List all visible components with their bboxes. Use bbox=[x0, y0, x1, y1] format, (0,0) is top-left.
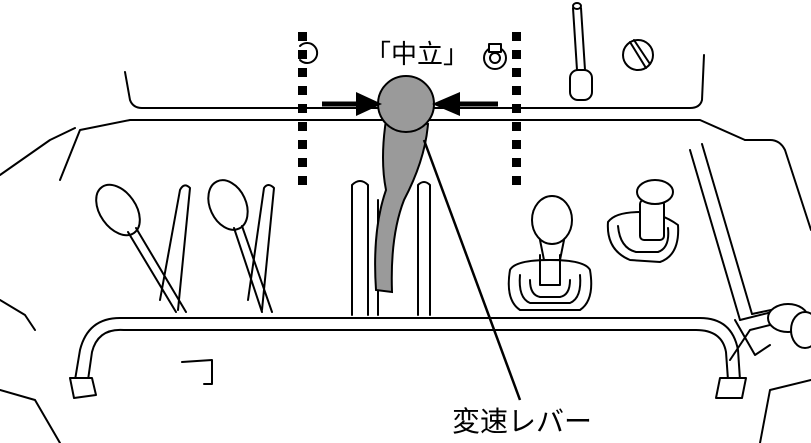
left-slot-2 bbox=[247, 184, 275, 311]
left-arrow-icon bbox=[322, 92, 382, 116]
right-key-switch bbox=[483, 43, 507, 70]
neutral-gate-left bbox=[298, 32, 307, 185]
left-lever-2 bbox=[207, 179, 273, 313]
shift-lever-label: 変速レバー bbox=[452, 405, 593, 438]
joystick-rear bbox=[606, 179, 680, 263]
leader-line bbox=[422, 139, 522, 401]
left-lever-1 bbox=[95, 183, 187, 313]
joystick-front bbox=[507, 195, 593, 311]
shift-lever bbox=[374, 75, 435, 294]
neutral-gate-right bbox=[512, 32, 521, 185]
neutral-label: 「中立」 bbox=[365, 40, 470, 70]
bracket-small bbox=[181, 359, 213, 385]
front-grab-handle bbox=[69, 317, 747, 399]
top-right-small-lever bbox=[569, 2, 593, 101]
left-slot-1 bbox=[159, 184, 191, 311]
right-rail bbox=[689, 143, 811, 356]
left-toggle-knob bbox=[299, 42, 319, 64]
right-arrow-icon bbox=[432, 92, 498, 116]
top-right-rotary-knob bbox=[622, 39, 654, 71]
